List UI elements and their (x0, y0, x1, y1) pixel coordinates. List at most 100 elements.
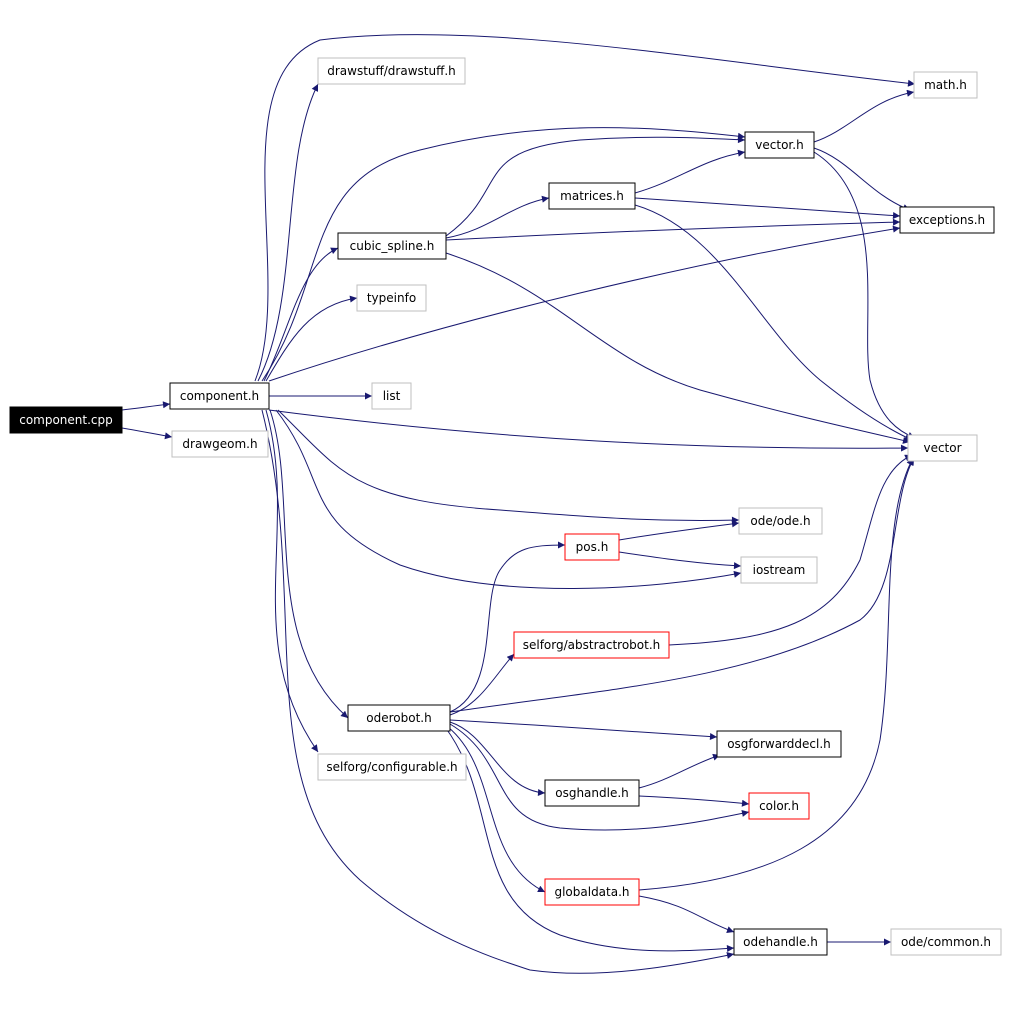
node-abstractrobot-h[interactable]: selforg/abstractrobot.h (513, 631, 670, 659)
node-label: drawstuff/drawstuff.h (327, 64, 456, 78)
node-label: iostream (753, 563, 806, 577)
node-configurable-h[interactable]: selforg/configurable.h (317, 753, 467, 781)
edge-oderobot-h-to-color-h (449, 723, 750, 831)
node-label: oderobot.h (366, 711, 431, 725)
node-label: cubic_spline.h (350, 239, 435, 253)
edge-cubic-spline-h-to-matrices-h (445, 195, 550, 239)
node-box (513, 631, 670, 659)
node-box (716, 730, 842, 758)
node-box (169, 382, 270, 410)
node-label: osgforwarddecl.h (727, 737, 831, 751)
node-list[interactable]: list (371, 382, 412, 410)
node-pos-h[interactable]: pos.h (564, 533, 620, 561)
edge-component-h-to-drawstuff-h (257, 83, 319, 382)
node-box (317, 753, 467, 781)
node-label: odehandle.h (743, 935, 818, 949)
node-label: component.cpp (19, 413, 113, 427)
node-component-h[interactable]: component.h (169, 382, 270, 410)
edge-cubic-spline-h-to-exceptions-h (445, 218, 901, 241)
node-matrices-h[interactable]: matrices.h (548, 182, 636, 210)
edge-vector-h-to-exceptions-h (813, 147, 911, 211)
node-label: list (383, 389, 401, 403)
node-label: vector (923, 441, 961, 455)
edge-component-h-to-typeinfo (265, 295, 358, 382)
node-label: selforg/configurable.h (326, 760, 457, 774)
edge-component-h-to-iostream (275, 409, 742, 589)
node-ode-common-h[interactable]: ode/common.h (890, 928, 1002, 956)
edge-globaldata-h-to-odehandle-h (638, 895, 735, 933)
node-label: exceptions.h (909, 213, 985, 227)
node-box (733, 928, 828, 956)
edge-vector-h-to-math-h (813, 89, 915, 143)
edge-component-h-to-math-h (254, 34, 916, 382)
node-ode-ode-h[interactable]: ode/ode.h (738, 507, 823, 535)
node-box (548, 182, 636, 210)
edge-globaldata-h-to-vector (638, 457, 914, 891)
edge-component-cpp-to-component-h (121, 401, 171, 411)
node-label: globaldata.h (554, 885, 629, 899)
edge-component-h-to-ode-ode-h (277, 409, 740, 524)
node-vector[interactable]: vector (907, 434, 978, 462)
node-osghandle-h[interactable]: osghandle.h (544, 779, 640, 807)
node-box (544, 878, 640, 906)
edge-component-cpp-to-drawgeom-h (121, 427, 173, 440)
node-box (899, 206, 995, 234)
node-globaldata-h[interactable]: globaldata.h (544, 878, 640, 906)
node-exceptions-h[interactable]: exceptions.h (899, 206, 995, 234)
edge-pos-h-to-iostream (618, 551, 742, 570)
edge-component-h-to-odehandle-h (261, 409, 735, 974)
node-label: color.h (759, 799, 799, 813)
node-label: typeinfo (367, 291, 416, 305)
edge-component-h-to-exceptions-h (268, 225, 901, 382)
node-box (347, 704, 451, 732)
node-label: osghandle.h (555, 786, 629, 800)
node-osgforwarddecl-h[interactable]: osgforwarddecl.h (716, 730, 842, 758)
edge-oderobot-h-to-vector (449, 457, 915, 713)
node-box (371, 382, 412, 410)
node-box (738, 507, 823, 535)
edge-component-h-to-vector (268, 409, 909, 452)
edge-matrices-h-to-vector-h (634, 149, 746, 194)
node-label: ode/common.h (901, 935, 991, 949)
edge-oderobot-h-to-globaldata-h (447, 726, 546, 893)
node-box (740, 556, 818, 584)
node-vector-h[interactable]: vector.h (744, 131, 815, 159)
node-box (356, 284, 427, 312)
edge-cubic-spline-h-to-vector-h (445, 136, 746, 237)
node-box (564, 533, 620, 561)
node-box (913, 71, 978, 99)
node-math-h[interactable]: math.h (913, 71, 978, 99)
node-box (744, 131, 815, 159)
edge-component-h-to-configurable-h (265, 409, 319, 753)
node-component-cpp[interactable]: component.cpp (9, 406, 123, 434)
node-label: pos.h (576, 540, 609, 554)
edge-component-h-to-vector-h (261, 127, 746, 382)
edge-oderobot-h-to-osgforwarddecl-h (449, 719, 718, 741)
node-odehandle-h[interactable]: odehandle.h (733, 928, 828, 956)
edges (121, 34, 916, 974)
node-box (890, 928, 1002, 956)
node-label: math.h (924, 78, 967, 92)
edge-osghandle-h-to-color-h (638, 795, 750, 807)
edge-oderobot-h-to-pos-h (449, 541, 566, 713)
edge-component-h-to-oderobot-h (269, 409, 349, 719)
edge-abstractrobot-h-to-vector (668, 454, 913, 646)
node-drawstuff-h[interactable]: drawstuff/drawstuff.h (317, 57, 466, 85)
node-oderobot-h[interactable]: oderobot.h (347, 704, 451, 732)
node-typeinfo[interactable]: typeinfo (356, 284, 427, 312)
node-box (317, 57, 466, 85)
edge-matrices-h-to-vector (634, 204, 913, 441)
edge-oderobot-h-to-odehandle-h (444, 726, 735, 953)
node-color-h[interactable]: color.h (748, 792, 810, 820)
node-drawgeom-h[interactable]: drawgeom.h (171, 430, 269, 458)
node-cubic-spline-h[interactable]: cubic_spline.h (337, 232, 447, 260)
node-iostream[interactable]: iostream (740, 556, 818, 584)
edge-osghandle-h-to-osgforwarddecl-h (638, 753, 721, 789)
edge-matrices-h-to-exceptions-h (634, 197, 901, 219)
node-label: ode/ode.h (750, 514, 810, 528)
node-box (748, 792, 810, 820)
node-box (907, 434, 978, 462)
node-label: vector.h (755, 138, 803, 152)
node-box (337, 232, 447, 260)
